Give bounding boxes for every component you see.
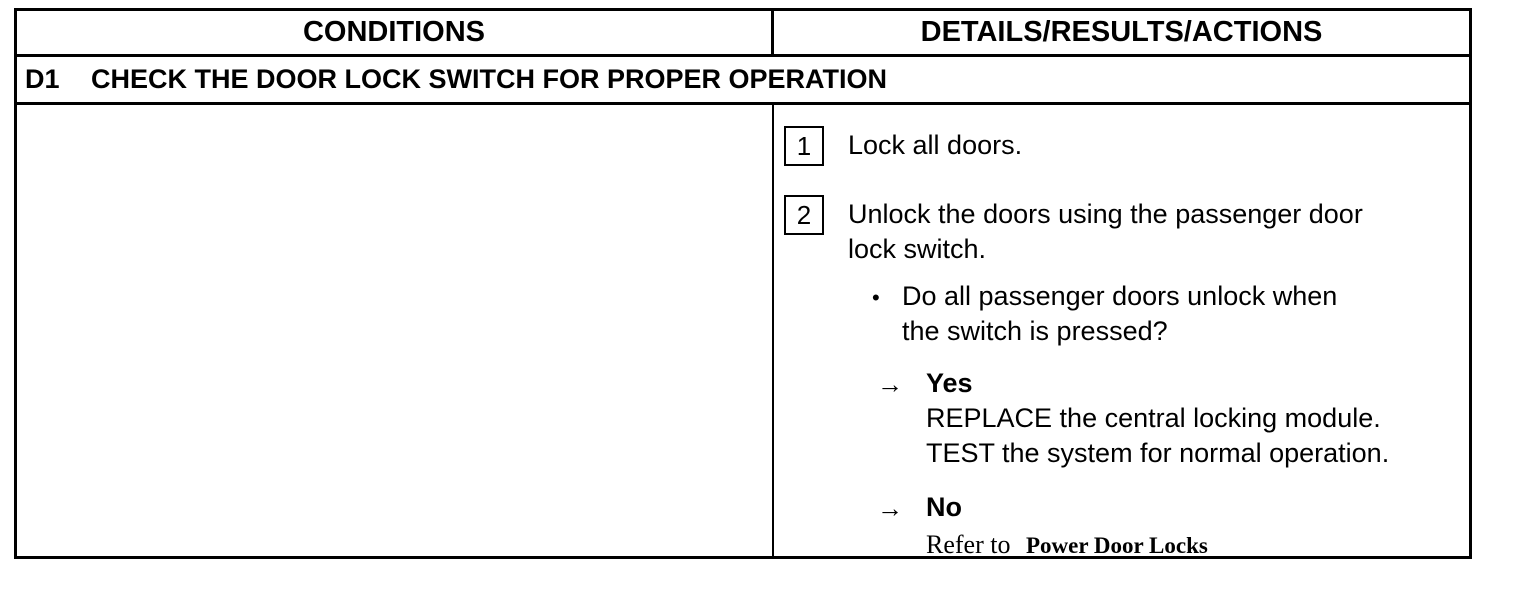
step-id: D1 [25, 64, 60, 94]
yes-action-text: REPLACE the central locking module. [926, 403, 1381, 433]
refer-link[interactable]: Power Door Locks [1025, 533, 1208, 558]
yes-action-text: TEST the system for normal operation. [926, 438, 1390, 468]
action-text: lock switch. [848, 234, 987, 264]
conditions-header: CONDITIONS [17, 11, 774, 54]
arrow-right-icon: → [877, 493, 903, 523]
bullet-icon: • [872, 285, 880, 310]
table-body-row: 1 Lock all doors. 2 Unlock the doors usi… [17, 105, 1469, 559]
step-title: CHECK THE DOOR LOCK SWITCH FOR PROPER OP… [91, 64, 888, 94]
action-text: Unlock the doors using the passenger doo… [848, 199, 1363, 229]
diagnostic-table: CONDITIONS DETAILS/RESULTS/ACTIONS D1 CH… [14, 8, 1472, 559]
table-header: CONDITIONS DETAILS/RESULTS/ACTIONS [17, 11, 1469, 57]
yes-label: Yes [926, 368, 973, 398]
action-text: Lock all doors. [848, 130, 1023, 160]
no-label: No [926, 492, 962, 522]
action-number-box: 2 [784, 195, 824, 235]
details-header: DETAILS/RESULTS/ACTIONS [920, 16, 1323, 48]
arrow-right-icon: → [877, 369, 903, 399]
conditions-cell [17, 105, 774, 556]
no-action-text: Refer to Power Door Locks [926, 527, 1208, 563]
question-text: Do all passenger doors unlock when [902, 281, 1338, 311]
action-number-box: 1 [784, 126, 824, 166]
step-title-row: D1 CHECK THE DOOR LOCK SWITCH FOR PROPER… [17, 57, 1469, 105]
question-text: the switch is pressed? [902, 316, 1168, 346]
details-cell: 1 Lock all doors. 2 Unlock the doors usi… [774, 105, 1469, 559]
refer-prefix: Refer to [926, 530, 1011, 559]
